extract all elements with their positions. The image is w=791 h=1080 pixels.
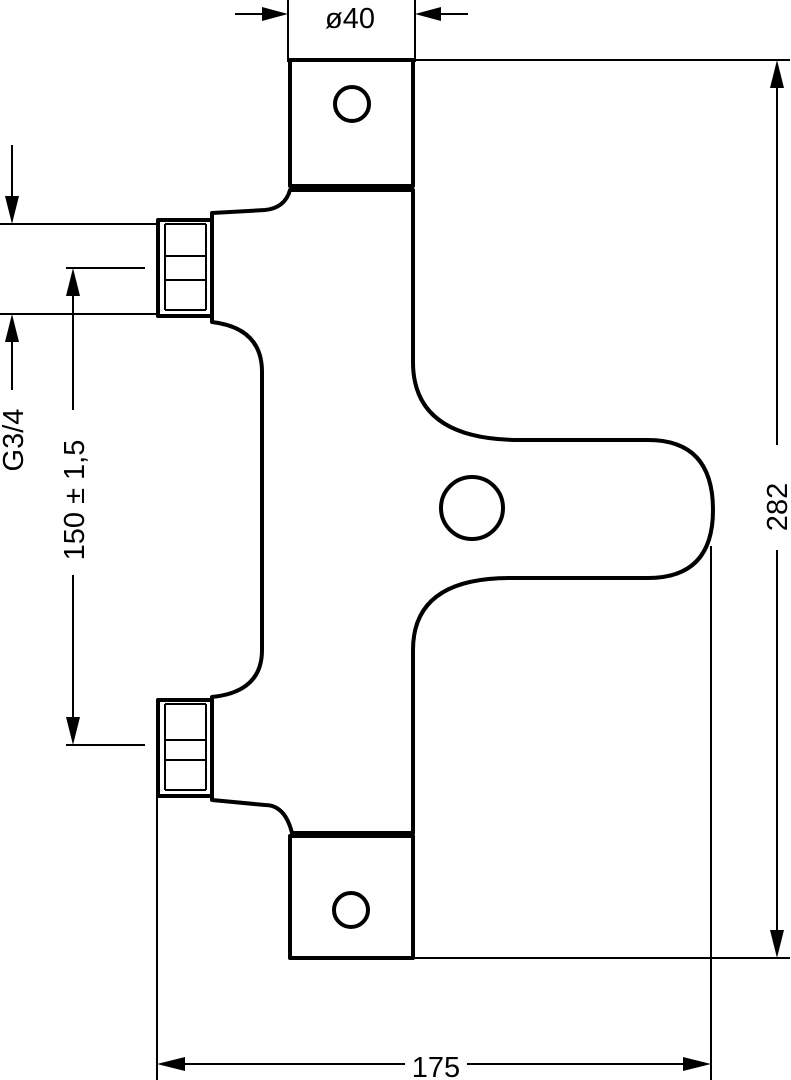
spacing-dimension: 150 ± 1,5	[59, 267, 145, 746]
width-label: 175	[412, 1052, 460, 1080]
thread-dimension: G3/4	[0, 145, 160, 471]
top-mounting-hole	[333, 85, 371, 123]
diameter-label: ø40	[325, 3, 375, 35]
thread-label: G3/4	[0, 409, 30, 472]
bottom-hex-connector	[156, 698, 214, 798]
spacing-label: 150 ± 1,5	[59, 440, 91, 561]
top-wall-bracket	[288, 58, 415, 188]
bottom-wall-bracket	[288, 831, 415, 960]
diameter-dimension: ø40	[235, 0, 468, 62]
bottom-mounting-hole	[332, 891, 370, 929]
top-hex-connector	[156, 218, 214, 318]
height-dimension: 282	[413, 59, 791, 959]
height-label: 282	[762, 483, 791, 531]
center-outlet-hole	[439, 475, 505, 541]
mixer-body-outline	[210, 188, 715, 835]
width-dimension: 175	[156, 546, 712, 1080]
